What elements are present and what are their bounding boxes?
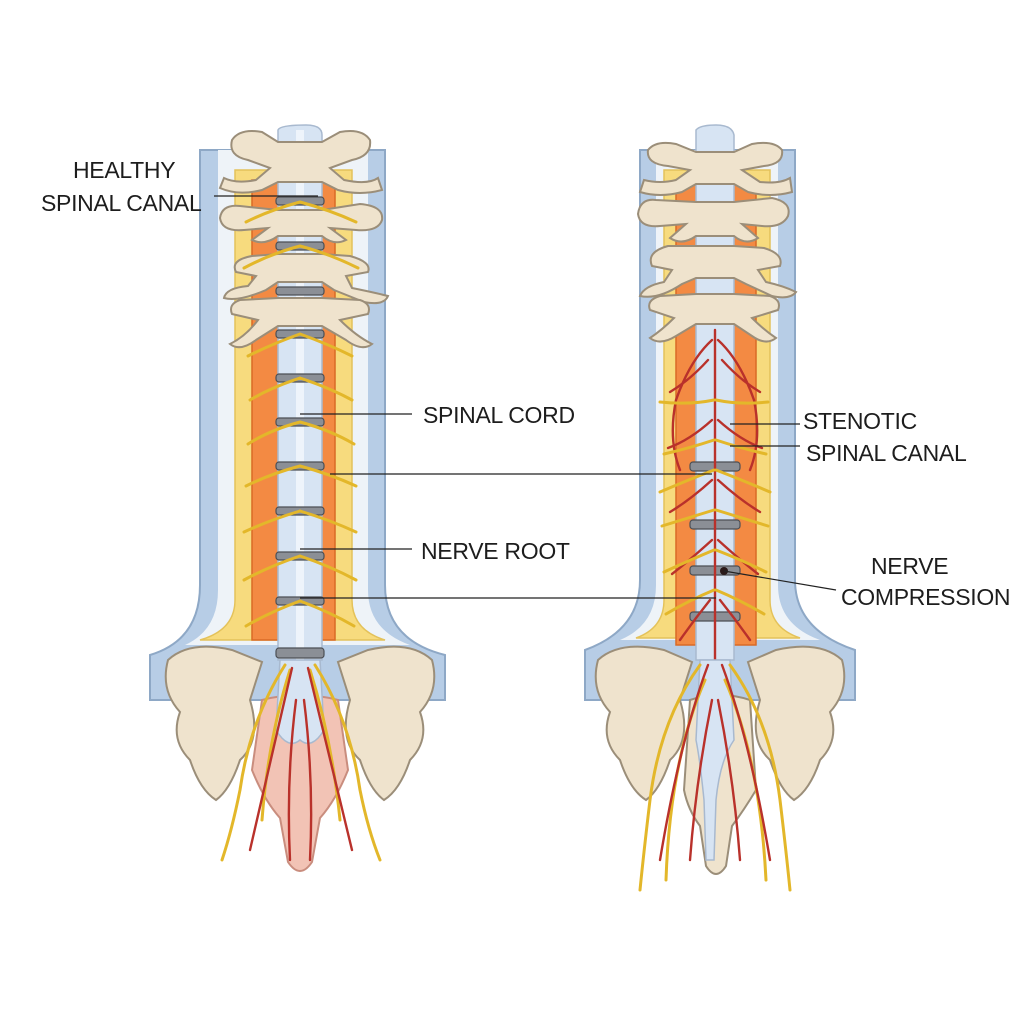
leader-lines xyxy=(214,195,837,599)
vertebra-icon xyxy=(638,141,794,196)
nerve-icon xyxy=(658,398,770,405)
nerve-icon xyxy=(244,200,358,224)
nerve-icon xyxy=(308,668,342,822)
healthy-vertebrae xyxy=(218,130,390,349)
label-spinal-cord: SPINAL CORD xyxy=(423,402,575,428)
nerve-icon xyxy=(638,663,702,892)
pelvis-icon xyxy=(336,645,436,802)
stenotic-vertebrae xyxy=(636,141,798,343)
healthy-spine xyxy=(149,124,446,872)
leader-compression xyxy=(723,570,837,591)
label-compression-line1: NERVE xyxy=(871,553,948,579)
healthy-cord-center xyxy=(296,130,304,660)
nerve-icon xyxy=(246,420,356,446)
nerve-icon xyxy=(244,464,358,488)
labels: HEALTHY SPINAL CANAL SPINAL CORD NERVE R… xyxy=(41,157,1011,610)
nerve-icon xyxy=(287,698,298,862)
nerve-icon xyxy=(666,418,714,450)
nerve-icon xyxy=(260,668,292,822)
nerve-icon xyxy=(313,663,382,862)
nerve-icon xyxy=(220,663,287,862)
nerve-icon xyxy=(248,666,294,852)
vertebra-icon xyxy=(222,253,390,305)
label-nerve-root: NERVE ROOT xyxy=(421,538,570,564)
stenotic-cauda-nerves xyxy=(638,663,792,892)
label-stenotic-line1: STENOTIC xyxy=(803,408,917,434)
pelvis-icon xyxy=(164,645,264,802)
nerve-icon xyxy=(246,332,354,358)
nerve-icon xyxy=(718,598,752,642)
nerve-icon xyxy=(668,478,714,514)
nerve-icon xyxy=(660,508,770,528)
nerve-icon xyxy=(658,468,772,494)
nerve-icon xyxy=(248,376,354,402)
label-compression-line2: COMPRESSION xyxy=(841,584,1010,610)
vertebra-icon xyxy=(648,293,780,343)
nerve-icon xyxy=(306,666,354,852)
nerve-icon xyxy=(664,588,766,616)
stenotic-yellow-nerves xyxy=(658,398,772,616)
nerve-icon xyxy=(658,663,710,862)
vertebra-icon xyxy=(636,196,790,243)
vertebra-icon xyxy=(218,202,384,244)
nerve-icon xyxy=(242,509,358,534)
healthy-nerve-roots xyxy=(242,200,360,628)
label-stenotic-line2: SPINAL CANAL xyxy=(806,440,967,466)
vertebra-icon xyxy=(638,245,798,299)
nerve-icon xyxy=(302,698,313,862)
nerve-icon xyxy=(678,598,712,642)
disc xyxy=(275,647,325,659)
nerve-icon xyxy=(728,663,792,892)
vertebra-icon xyxy=(228,297,374,349)
healthy-cauda-nerves xyxy=(220,663,382,862)
label-healthy-line2: SPINAL CANAL xyxy=(41,190,202,216)
nerve-icon xyxy=(242,554,358,582)
nerve-icon xyxy=(662,438,768,456)
nerve-icon xyxy=(716,478,762,514)
nerve-icon xyxy=(662,548,768,574)
vertebra-icon xyxy=(218,130,384,194)
stenotic-spine xyxy=(584,124,856,892)
nerve-icon xyxy=(242,244,360,270)
nerve-icon xyxy=(668,358,710,394)
nerve-icon xyxy=(720,358,762,394)
nerve-icon xyxy=(688,698,714,862)
nerve-icon xyxy=(716,698,742,862)
disc xyxy=(275,286,325,296)
label-healthy-line1: HEALTHY xyxy=(73,157,175,183)
nerve-icon xyxy=(244,599,356,628)
nerve-icon xyxy=(720,663,772,862)
stenotic-lower-cord xyxy=(695,659,735,861)
